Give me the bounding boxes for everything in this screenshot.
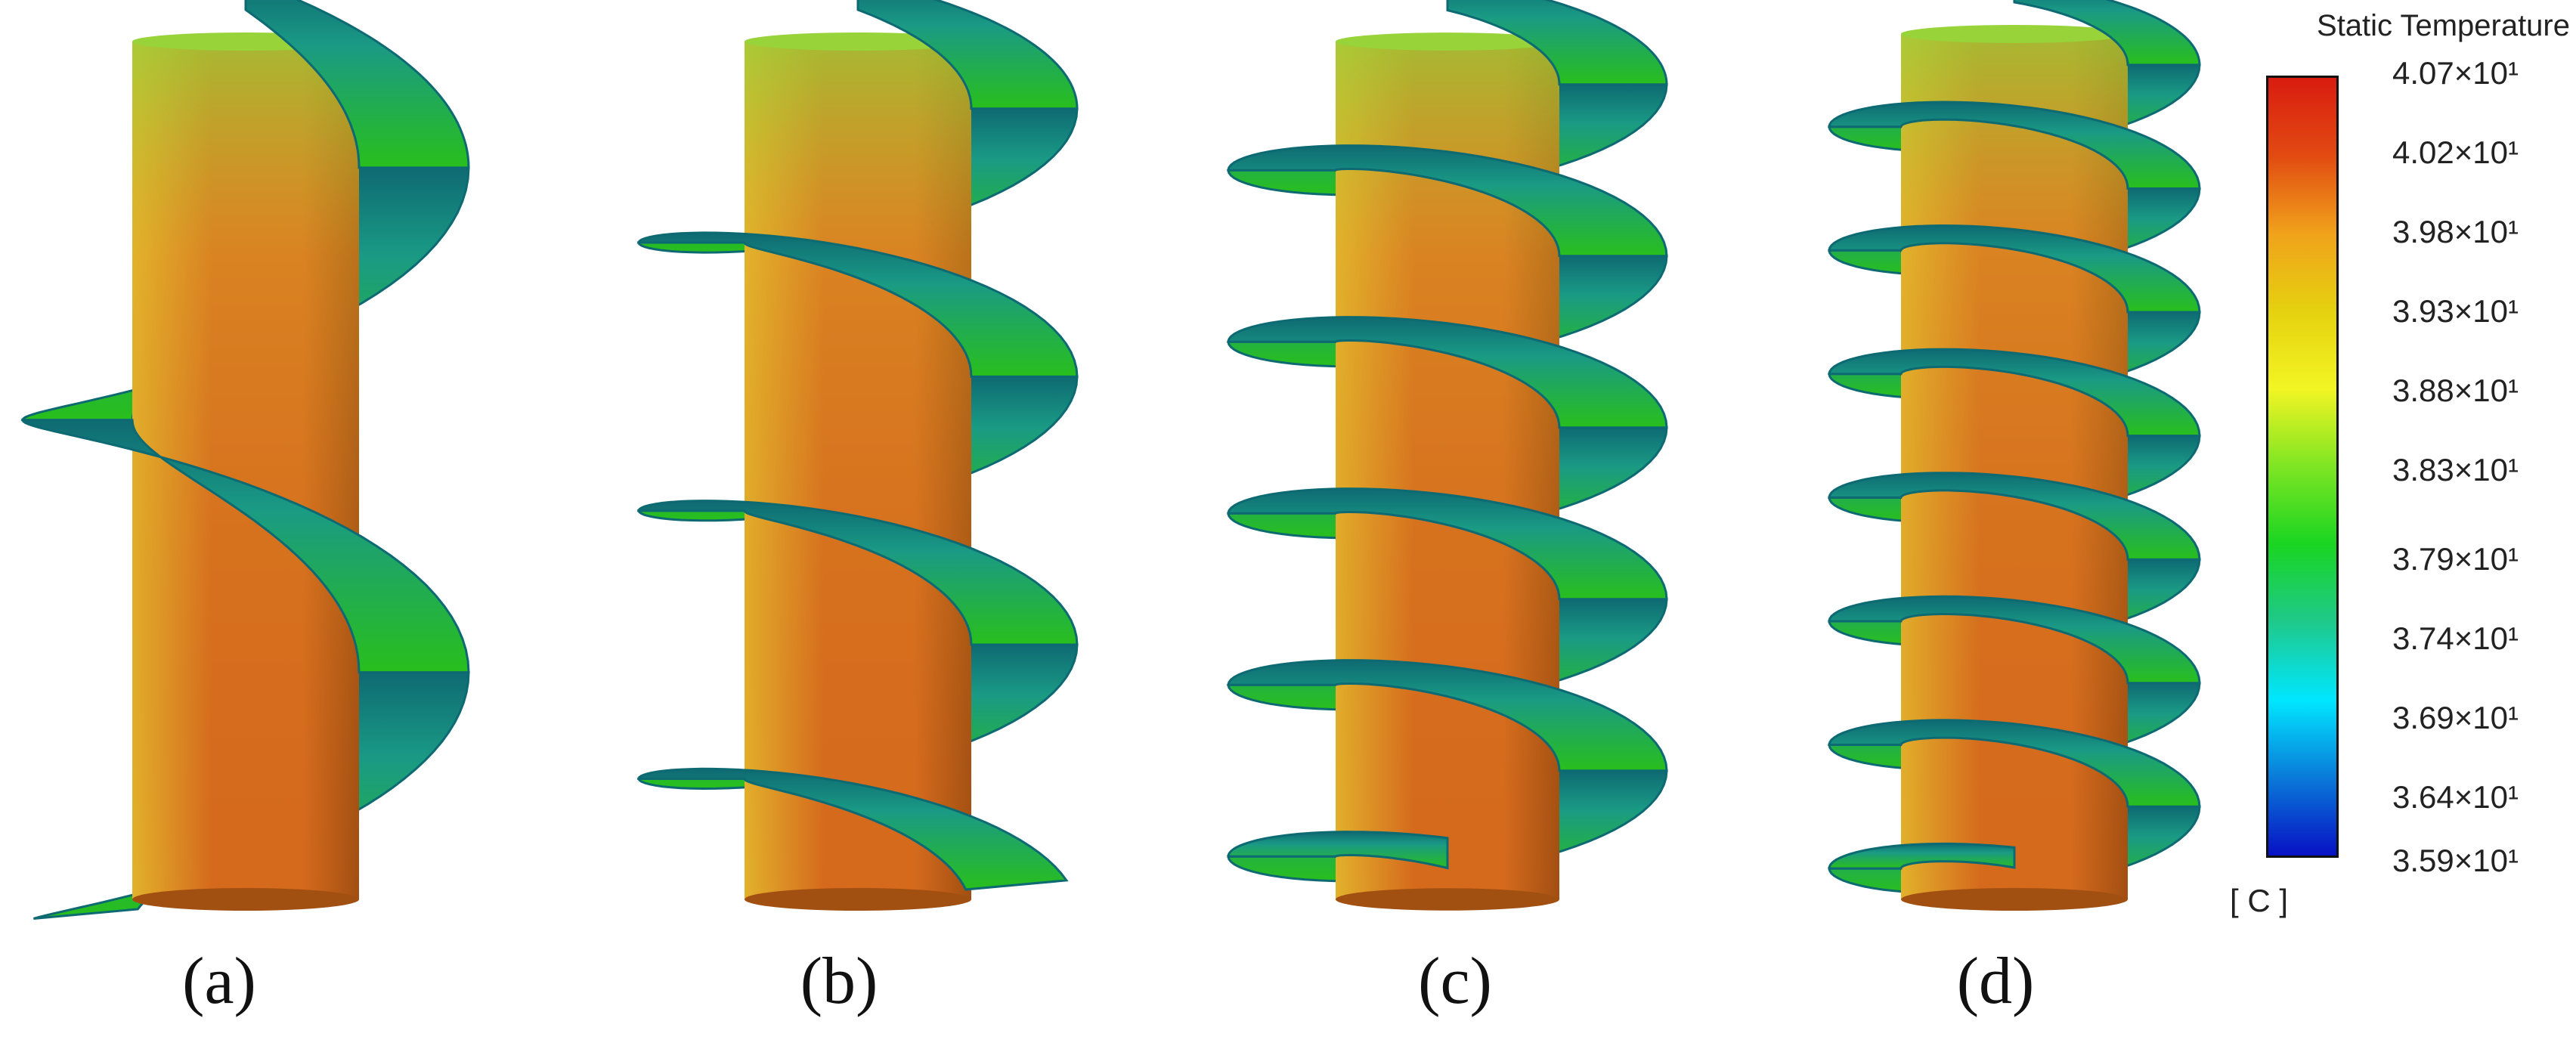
shaft-bottom <box>1901 888 2128 911</box>
panel-label-b: (b) <box>800 945 878 1018</box>
blade-front-segment <box>636 500 1079 646</box>
shaft-shading <box>132 42 359 899</box>
legend-tick: 4.07×10¹ <box>2392 55 2519 91</box>
blade-front-segment <box>1828 472 2201 561</box>
legend-tick: 3.93×10¹ <box>2392 293 2519 329</box>
blade-front-segment <box>1227 144 1668 258</box>
blade-front-segment <box>1828 842 2016 870</box>
temperature-colorbar <box>2266 76 2339 858</box>
screw-conveyor-d <box>1828 0 2201 911</box>
legend-tick: 3.88×10¹ <box>2392 373 2519 408</box>
blade-front-segment <box>1227 487 1668 601</box>
blade-front-segment <box>856 0 1079 110</box>
legend-tick: 3.59×10¹ <box>2392 843 2519 878</box>
shaft-top <box>1901 25 2128 43</box>
blade-front-segment <box>1227 316 1668 429</box>
legend-tick: 4.02×10¹ <box>2392 135 2519 170</box>
legend-tick: 3.69×10¹ <box>2392 700 2519 735</box>
blade-front-segment <box>1828 348 2201 438</box>
blade-front-segment <box>1828 101 2201 190</box>
legend-unit: [ C ] <box>2230 883 2289 918</box>
blade-front-segment <box>1828 595 2201 685</box>
blade-front-segment <box>1227 831 1449 870</box>
blade-front-segment <box>1828 224 2201 314</box>
blade-front-segment <box>1227 659 1668 772</box>
shaft-shading <box>745 42 971 899</box>
legend-tick: 3.98×10¹ <box>2392 214 2519 249</box>
legend-tick: 3.83×10¹ <box>2392 452 2519 487</box>
blade-front-segment <box>1828 719 2201 808</box>
legend-title: Static Temperature <box>2317 9 2570 42</box>
blade-front-segment <box>1446 0 1668 86</box>
shaft-bottom <box>1336 888 1559 911</box>
blade-front-segment <box>636 767 1069 891</box>
legend-tick: 3.74×10¹ <box>2392 620 2519 656</box>
shaft-bottom <box>132 888 359 911</box>
screw-conveyor-c <box>1227 0 1668 911</box>
blade-front-segment <box>2013 0 2201 67</box>
screw-conveyor-a <box>20 0 470 920</box>
blade-front-segment <box>636 231 1079 378</box>
panel-label-a: (a) <box>182 945 256 1018</box>
panel-label-c: (c) <box>1418 945 1492 1018</box>
legend-tick: 3.64×10¹ <box>2392 779 2519 815</box>
legend-tick: 3.79×10¹ <box>2392 541 2519 577</box>
shaft-top <box>1336 32 1559 51</box>
panel-label-d: (d) <box>1956 945 2035 1018</box>
blade-front-segment <box>20 419 470 674</box>
blade-front-segment <box>244 0 470 169</box>
shaft-bottom <box>745 888 971 911</box>
screw-conveyor-b <box>636 0 1079 911</box>
